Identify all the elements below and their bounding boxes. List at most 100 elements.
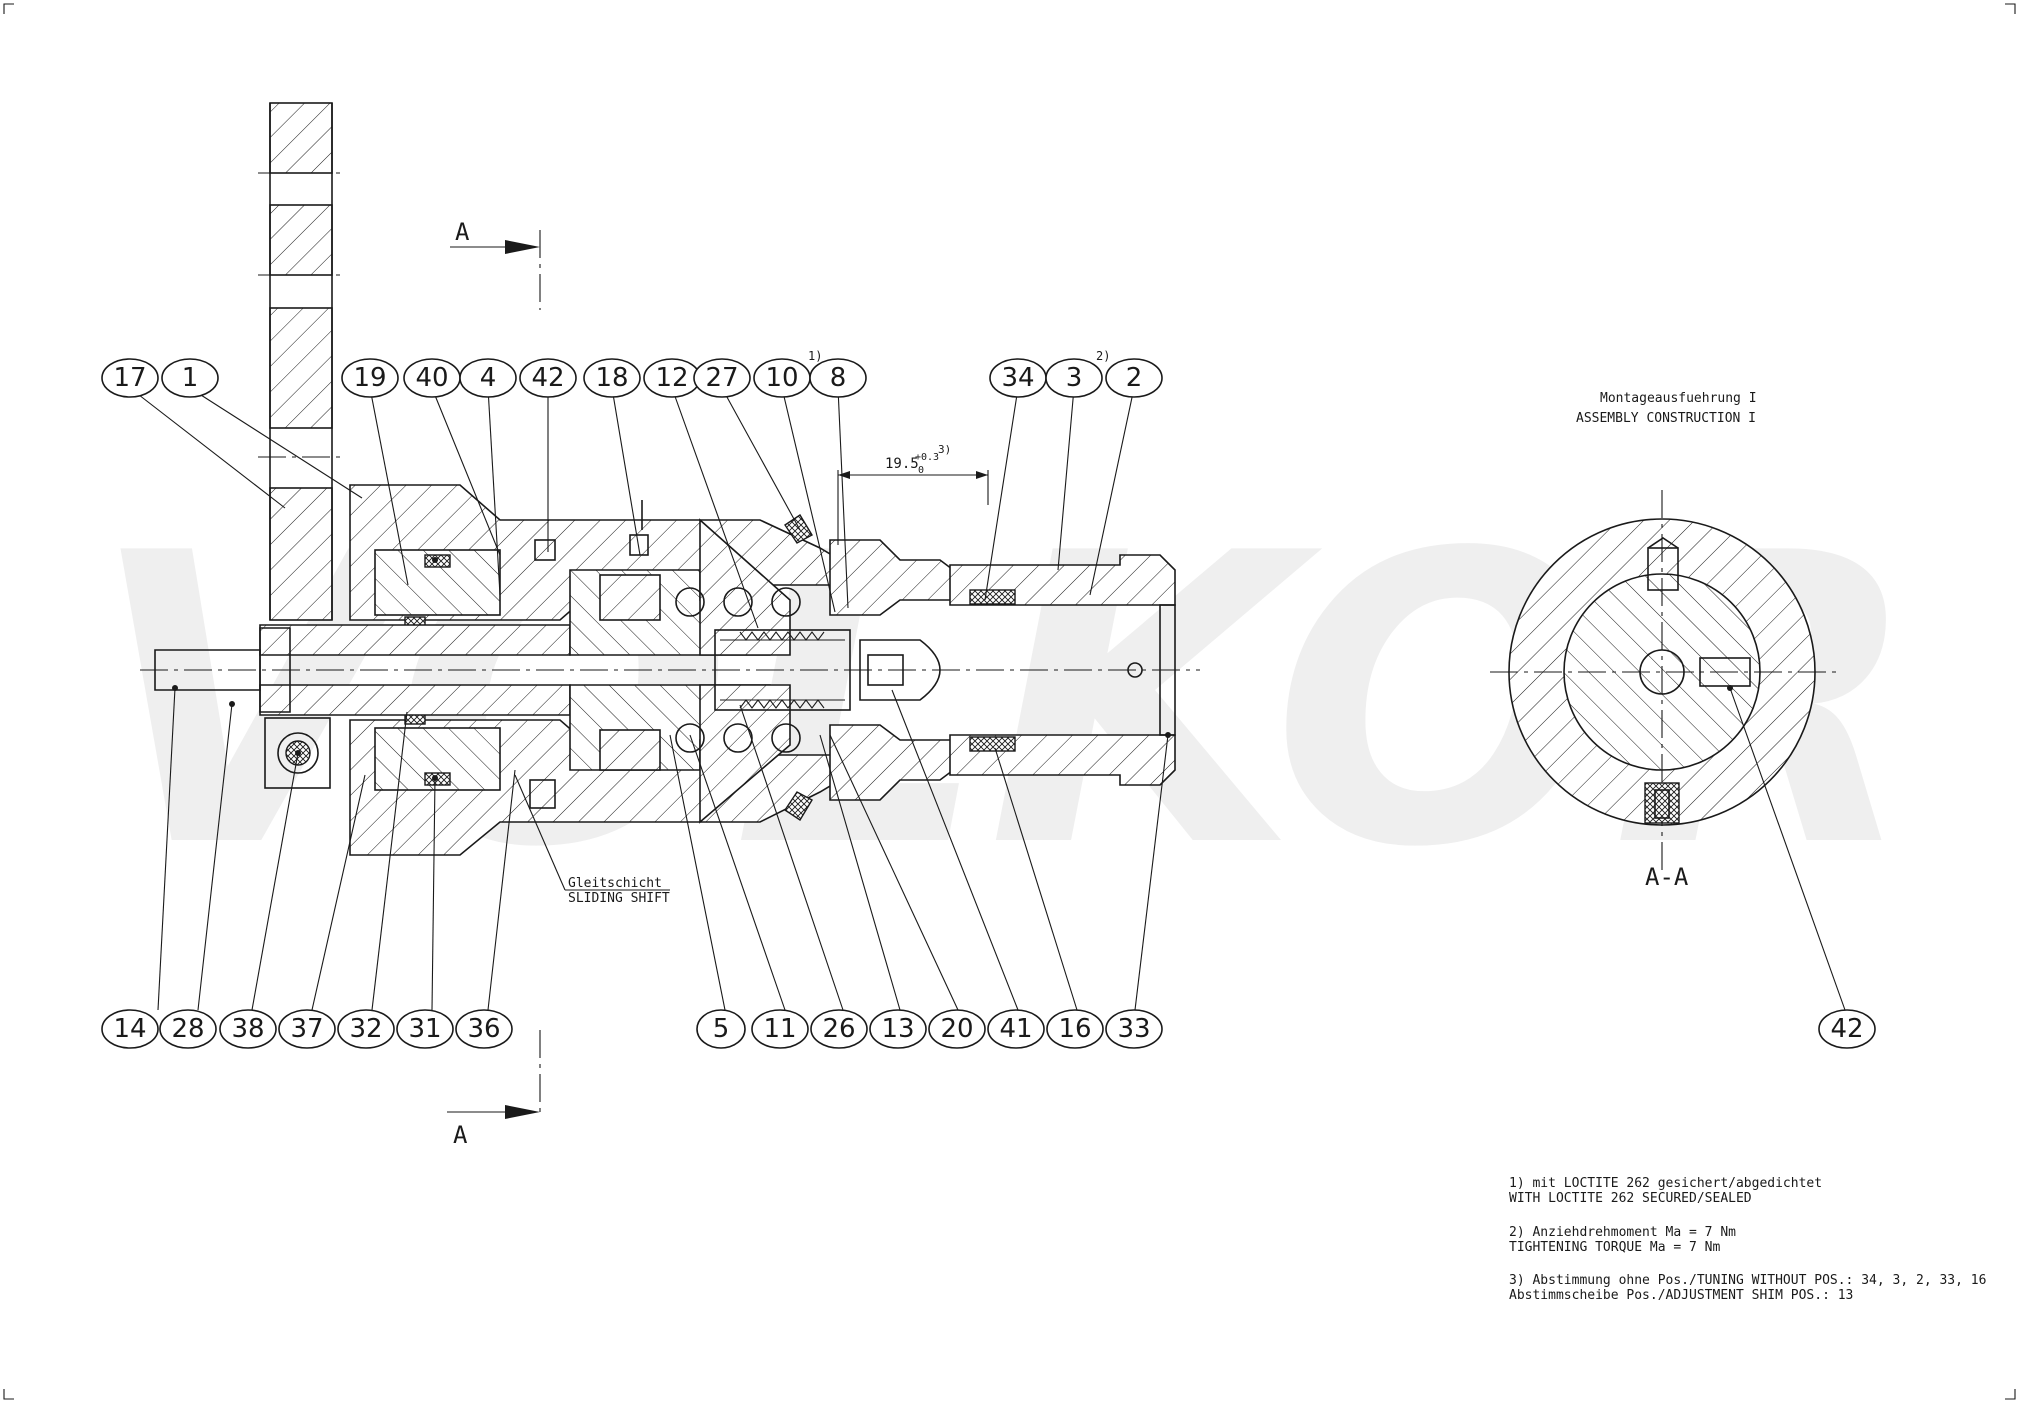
svg-text:3) Abstimmung ohne Pos./TUNING: 3) Abstimmung ohne Pos./TUNING WITHOUT P… xyxy=(1509,1273,1986,1288)
svg-text:38: 38 xyxy=(231,1014,264,1044)
svg-text:42: 42 xyxy=(1830,1014,1863,1044)
svg-text:17: 17 xyxy=(113,363,146,393)
sliding-layer-label: Gleitschicht SLIDING SHIFT xyxy=(514,774,670,906)
svg-text:SLIDING SHIFT: SLIDING SHIFT xyxy=(568,891,670,906)
svg-text:16: 16 xyxy=(1058,1014,1091,1044)
frame-corner xyxy=(2005,3,2016,14)
sleeve-lower xyxy=(259,684,571,716)
svg-text:42: 42 xyxy=(531,363,564,393)
svg-text:10: 10 xyxy=(765,363,798,393)
svg-text:Montageausfuehrung I: Montageausfuehrung I xyxy=(1600,391,1757,406)
footnote-mark: 1) xyxy=(808,349,822,363)
leader-lines-bottom xyxy=(157,687,1169,1011)
svg-text:19.5: 19.5 xyxy=(885,456,919,472)
svg-text:Abstimmscheibe Pos./ADJUSTMENT: Abstimmscheibe Pos./ADJUSTMENT SHIM POS.… xyxy=(1509,1288,1853,1303)
svg-text:0: 0 xyxy=(918,465,924,476)
svg-text:A: A xyxy=(455,218,470,246)
callout-bubble: 41 xyxy=(987,1009,1045,1049)
frame-corner xyxy=(3,1389,14,1400)
svg-text:3): 3) xyxy=(938,443,951,456)
callout-bubble: 13 xyxy=(869,1009,927,1049)
svg-text:2) Anziehdrehmoment Ma = 7 Nm: 2) Anziehdrehmoment Ma = 7 Nm xyxy=(1509,1225,1736,1240)
spring-coils xyxy=(675,587,825,753)
cover-lower xyxy=(699,684,791,824)
svg-text:1: 1 xyxy=(182,363,199,393)
callout-bubble: 31 xyxy=(396,1009,454,1049)
section-marker-bottom: A xyxy=(447,1030,541,1149)
callout-bubble: 4 xyxy=(459,358,517,398)
callout-bubble: 32 xyxy=(337,1009,395,1049)
svg-text:19: 19 xyxy=(353,363,386,393)
svg-text:A-A: A-A xyxy=(1645,863,1689,891)
svg-text:WITH LOCTITE 262 SECURED/SEALE: WITH LOCTITE 262 SECURED/SEALED xyxy=(1509,1191,1752,1206)
svg-text:13: 13 xyxy=(881,1014,914,1044)
callout-bubble: 18 xyxy=(583,358,641,398)
svg-text:2: 2 xyxy=(1126,363,1143,393)
callout-bubble: 33 xyxy=(1105,1009,1163,1049)
svg-text:33: 33 xyxy=(1117,1014,1150,1044)
section-view-a-a: Montageausfuehrung I ASSEMBLY CONSTRUCTI… xyxy=(1490,391,1876,1049)
callout-bubble: 3 xyxy=(1045,358,1103,398)
svg-text:41: 41 xyxy=(999,1014,1032,1044)
svg-text:ASSEMBLY CONSTRUCTION I: ASSEMBLY CONSTRUCTION I xyxy=(1576,411,1756,426)
callout-bubble: 14 xyxy=(101,1009,159,1049)
footnote-mark: 2) xyxy=(1096,349,1110,363)
svg-text:+0.3: +0.3 xyxy=(915,452,939,463)
plate-part xyxy=(258,102,345,621)
notes-block: 1) mit LOCTITE 262 gesichert/abgedichtet… xyxy=(1509,1176,1986,1303)
svg-text:1) mit LOCTITE 262 gesichert/a: 1) mit LOCTITE 262 gesichert/abgedichtet xyxy=(1509,1176,1822,1191)
callout-bubble: 2 xyxy=(1105,358,1163,398)
callout-bubble: 10 xyxy=(753,358,811,398)
callout-bubble: 38 xyxy=(219,1009,277,1049)
sleeve-upper xyxy=(259,624,571,656)
svg-text:8: 8 xyxy=(830,363,847,393)
callout-bubble: 40 xyxy=(403,358,461,398)
cover-upper xyxy=(699,518,791,656)
svg-text:36: 36 xyxy=(467,1014,500,1044)
svg-text:40: 40 xyxy=(415,363,448,393)
main-section-view xyxy=(140,102,1200,856)
callout-bubble: 27 xyxy=(693,358,751,398)
callout-bubble: 19 xyxy=(341,358,399,398)
svg-text:14: 14 xyxy=(113,1014,146,1044)
callout-bubble: 17 xyxy=(101,358,159,398)
svg-text:A: A xyxy=(453,1121,468,1149)
callout-bubble: 42 xyxy=(519,358,577,398)
svg-text:27: 27 xyxy=(705,363,738,393)
callout-bubble: 16 xyxy=(1046,1009,1104,1049)
svg-text:11: 11 xyxy=(763,1014,796,1044)
callout-bubble: 42 xyxy=(1818,1009,1876,1049)
svg-text:37: 37 xyxy=(290,1014,323,1044)
svg-text:3: 3 xyxy=(1066,363,1083,393)
svg-text:26: 26 xyxy=(822,1014,855,1044)
svg-text:Gleitschicht: Gleitschicht xyxy=(568,876,662,891)
callout-bubble: 11 xyxy=(751,1009,809,1049)
svg-text:18: 18 xyxy=(595,363,628,393)
svg-text:12: 12 xyxy=(655,363,688,393)
callout-bubble: 34 xyxy=(989,358,1047,398)
callout-bubble: 37 xyxy=(278,1009,336,1049)
svg-text:5: 5 xyxy=(713,1014,730,1044)
leader-lines-top xyxy=(129,387,1135,629)
top-callouts: 17 1 19 40 4 42 18 12 27 10 8 34 3 2 xyxy=(101,358,1163,398)
svg-text:34: 34 xyxy=(1001,363,1034,393)
dimension-19-5: 19.5 +0.3 0 3) xyxy=(837,443,989,545)
callout-bubble: 12 xyxy=(643,358,701,398)
callout-bubble: 8 xyxy=(809,358,867,398)
callout-bubble: 26 xyxy=(810,1009,868,1049)
callout-bubble: 1 xyxy=(161,358,219,398)
callout-bubble: 5 xyxy=(696,1009,746,1049)
svg-text:31: 31 xyxy=(408,1014,441,1044)
svg-text:20: 20 xyxy=(940,1014,973,1044)
svg-text:4: 4 xyxy=(480,363,497,393)
section-marker-top: A xyxy=(450,218,541,310)
frame-corner xyxy=(2005,1389,2016,1400)
frame-corner xyxy=(3,3,14,14)
svg-text:28: 28 xyxy=(171,1014,204,1044)
svg-text:32: 32 xyxy=(349,1014,382,1044)
svg-text:TIGHTENING TORQUE Ma = 7 Nm: TIGHTENING TORQUE Ma = 7 Nm xyxy=(1509,1240,1720,1255)
callout-bubble: 36 xyxy=(455,1009,513,1049)
callout-bubble: 20 xyxy=(928,1009,986,1049)
callout-bubble: 28 xyxy=(159,1009,217,1049)
